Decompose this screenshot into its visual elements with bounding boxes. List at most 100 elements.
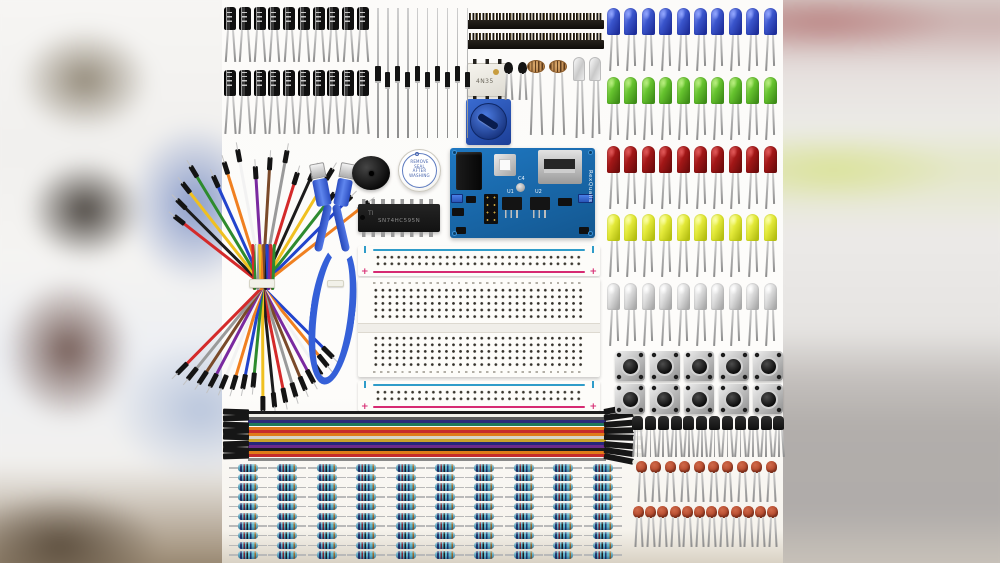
component-lead (754, 34, 758, 67)
diode (414, 8, 421, 138)
component-lead (695, 309, 699, 346)
component-lead (737, 172, 740, 205)
component-lead (632, 34, 636, 67)
diode-body (404, 72, 411, 89)
component-lead (268, 29, 273, 62)
resistor (583, 493, 622, 501)
capacitor-marking (359, 9, 365, 22)
led-dome (607, 8, 620, 35)
component-lead (224, 29, 228, 62)
component-lead (713, 309, 717, 346)
diode (394, 8, 401, 138)
resistor (583, 502, 622, 511)
capacitor-marking (256, 72, 262, 87)
resistor-body (474, 522, 495, 530)
component-lead (737, 309, 740, 342)
resistor-body (513, 522, 534, 530)
led-dome (694, 8, 707, 35)
connector-body (311, 177, 332, 208)
power-supply-module: C4 U1 U2 RexQualis (450, 148, 595, 238)
capacitor-disc (694, 506, 705, 518)
component-lead (747, 34, 752, 71)
component-lead (660, 309, 665, 346)
component-lead (729, 429, 734, 457)
capacitor-body (253, 70, 266, 96)
component-lead (670, 516, 674, 547)
component-lead (719, 172, 723, 205)
resistor-body (316, 493, 337, 501)
led-dome (728, 146, 742, 173)
resistor (583, 473, 622, 482)
component-lead (694, 471, 698, 502)
resistor (268, 512, 307, 521)
component-lead (660, 34, 665, 71)
component-lead (704, 429, 708, 457)
component-lead (608, 34, 612, 71)
button-cap (620, 356, 640, 376)
component-lead (626, 172, 630, 209)
usb-a-port (538, 150, 582, 184)
resistor-body (316, 551, 337, 559)
resistor (386, 522, 425, 530)
led-dome (763, 214, 777, 241)
component-lead (702, 172, 706, 205)
diode (424, 8, 431, 138)
pin-header-strip (467, 13, 604, 30)
diode (384, 8, 391, 138)
resistor (544, 483, 583, 491)
resistor-body (553, 493, 574, 501)
component-lead (678, 429, 682, 457)
resistor (504, 541, 543, 550)
resistor (386, 483, 425, 491)
component-lead (754, 103, 758, 136)
ic-marking: SN74HC595N (378, 218, 421, 224)
resistor (229, 464, 267, 472)
resistor (229, 551, 267, 559)
voltage-regulator (502, 197, 522, 218)
resistor-body (513, 473, 534, 482)
component-lead (688, 516, 692, 547)
component-lead (650, 34, 653, 67)
component-lead (752, 471, 756, 502)
component-lead (758, 471, 762, 502)
button-cap (655, 356, 675, 376)
led-dome (746, 214, 760, 241)
plus-mark: + (361, 402, 369, 412)
usb-b-connector (308, 161, 332, 208)
capacitor-marking (227, 72, 232, 87)
silkscreen-label: U2 (535, 189, 542, 195)
component-lead (688, 430, 690, 457)
push-button (753, 384, 784, 414)
diode-body (454, 66, 461, 83)
resistor-body (553, 551, 574, 559)
connector-pin (240, 387, 244, 397)
component-lead (239, 29, 243, 62)
led-dome (624, 283, 638, 310)
screw-slot (476, 112, 500, 131)
diode (454, 8, 461, 138)
component-lead (667, 309, 671, 342)
resistor (386, 531, 425, 540)
component-lead (253, 95, 258, 134)
component-lead (664, 516, 668, 547)
component-lead (643, 471, 647, 502)
led-dome (641, 8, 655, 35)
resistor (426, 531, 464, 540)
component-lead (662, 430, 664, 457)
diode-body (434, 66, 441, 83)
component-lead (350, 95, 355, 134)
center-channel (358, 323, 600, 333)
resistor-body (356, 551, 377, 559)
resistor (268, 502, 307, 511)
capacitor-marking (315, 72, 321, 87)
resistor (465, 522, 504, 530)
component-lead (615, 240, 619, 273)
capacitor-body (268, 7, 281, 30)
capacitor-disc (751, 461, 763, 473)
resistor (229, 473, 267, 482)
button-cap (758, 356, 778, 376)
capacitor-marking (241, 72, 247, 87)
capacitor-marking (330, 72, 336, 87)
component-lead (695, 429, 700, 457)
component-lead (715, 471, 719, 502)
